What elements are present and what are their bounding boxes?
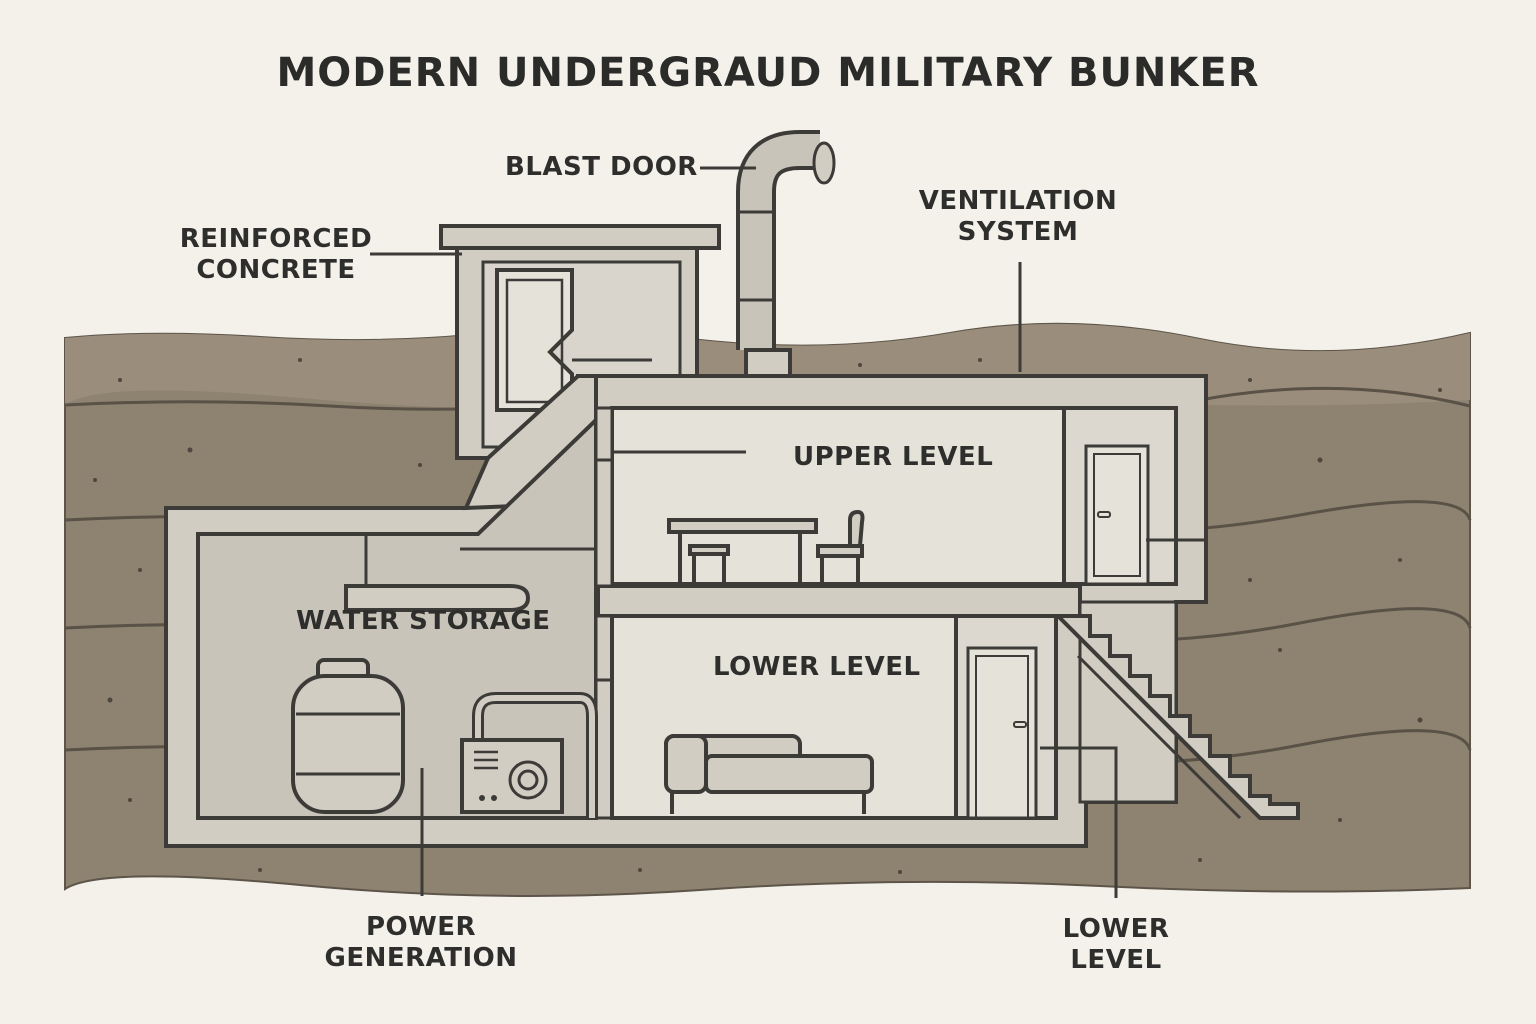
column-lower xyxy=(594,614,614,820)
label-lower-level-room: LOWER LEVEL xyxy=(713,652,921,682)
generator xyxy=(460,692,598,818)
label-blast-door: BLAST DOOR xyxy=(505,152,698,182)
label-upper-level: UPPER LEVEL xyxy=(793,442,994,472)
label-reinforced-concrete: REINFORCED CONCRETE xyxy=(179,224,373,286)
chair-right xyxy=(816,509,865,584)
table xyxy=(667,518,818,584)
vent-base xyxy=(744,348,792,378)
chair-left xyxy=(688,544,730,584)
column-upper xyxy=(594,406,614,588)
floor-slab xyxy=(596,584,1082,618)
water-pipe xyxy=(344,584,531,612)
label-power-generation: POWER GENERATION xyxy=(324,912,518,974)
door-panel xyxy=(505,278,564,404)
sofa xyxy=(664,734,874,814)
upper-door xyxy=(1084,444,1150,586)
diagram-title: MODERN UNDERGRAUD MILITARY BUNKER xyxy=(276,50,1260,96)
vent-opening xyxy=(812,141,836,185)
lower-door xyxy=(966,646,1038,820)
label-water-storage: WATER STORAGE xyxy=(296,606,551,636)
leader-lines xyxy=(370,166,1206,898)
entrance-roof xyxy=(439,224,721,250)
water-tank xyxy=(291,658,405,814)
label-ventilation-system: VENTILATION SYSTEM xyxy=(918,186,1118,248)
staircase xyxy=(1053,614,1300,820)
leader-lower-level xyxy=(1040,746,1118,898)
label-lower-level-callout: LOWER LEVEL xyxy=(1062,914,1170,976)
soil-speckles xyxy=(93,358,1442,874)
